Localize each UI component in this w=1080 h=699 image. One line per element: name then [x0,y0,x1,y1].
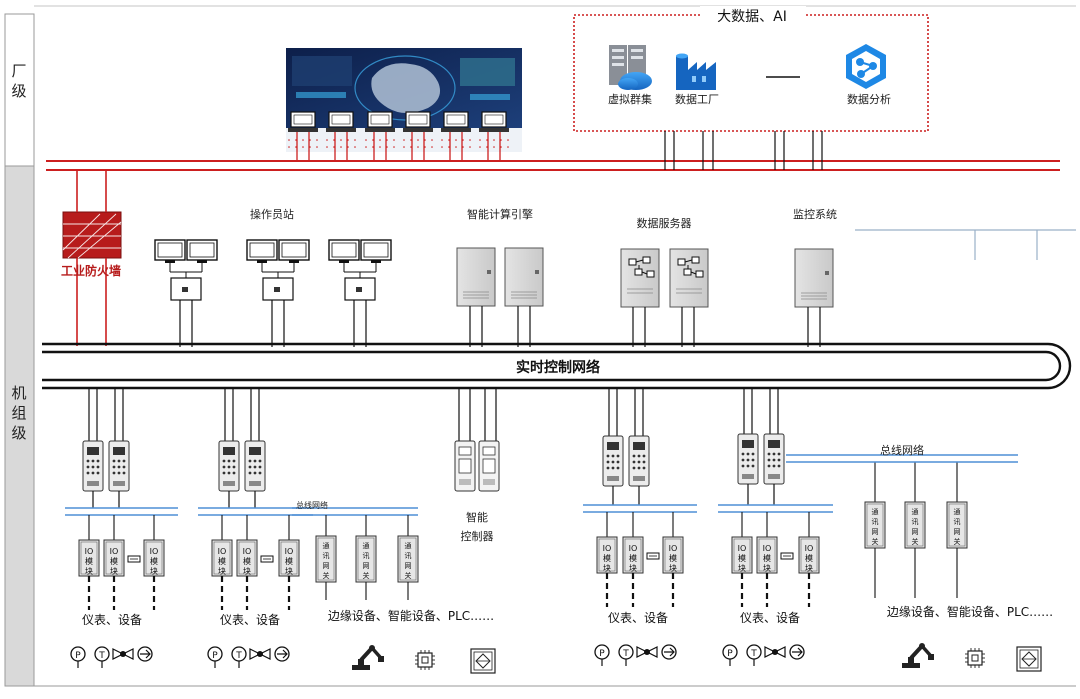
compute-server-2 [504,247,544,307]
edge-label-right: 边缘设备、智能设备、PLC…… [887,604,1053,619]
realtime-network-label: 实时控制网络 [516,359,600,376]
controller-module [737,433,759,485]
controller-module [108,440,130,492]
data-server-1 [620,248,660,308]
monitoring-label: 监控系统 [793,207,837,221]
operator-station-2 [246,239,310,301]
left-bus-label: 总线网络 [296,500,328,510]
compute-engine-label: 智能计算引擎 [467,207,533,221]
plc-icon [470,648,496,674]
plant-level-label: 厂级 [11,62,26,100]
level-column: 厂级 机组级 [4,13,35,687]
unit-level-panel [4,165,35,687]
gateway-label: 通讯网关 [872,507,879,546]
right-bus-network: 总线网络 [786,443,1018,463]
smart-controller-label-line1: 智能 [466,510,488,524]
plc-icon [1016,646,1042,672]
firewall-label: 工业防火墙 [61,263,121,278]
video-wall [286,48,522,152]
instrument-icons [70,646,153,669]
map-shape [371,63,441,113]
data-factory-icon [676,53,716,90]
chip-icon [964,647,986,669]
controller-module [82,440,104,492]
monitor-side-lines [855,229,1076,260]
gateway-label: 通讯网关 [363,541,370,580]
instrument-icons [207,646,290,669]
smart-controller-module-2 [478,440,500,492]
instruments-label: 仪表、设备 [82,613,142,627]
firewall: 工业防火墙 [61,170,122,346]
operator-station-1 [154,239,218,301]
wall-desk-2 [326,111,356,148]
smart-controller-label-line2: 控制器 [461,529,494,543]
compute-server-1 [456,247,496,307]
edge-label-left: 边缘设备、智能设备、PLC…… [328,608,494,623]
monitoring-server [794,248,834,308]
plant-network [46,131,1060,171]
bigdata-box: 大数据、AI 虚拟群集 数据工厂 [573,6,929,132]
realtime-network-ring: 实时控制网络 [42,342,1072,390]
controller-module [244,440,266,492]
data-server-label: 数据服务器 [637,216,692,230]
smart-controller-module-1 [454,440,476,492]
data-analysis-icon [846,44,886,89]
instrument-icons [594,644,677,667]
gateway-label: 通讯网关 [912,507,919,546]
instrument-icons [722,644,805,667]
gateway-group-right: 通讯网关 通讯网关 通讯网关边缘设备、智能设备、PLC…… [864,462,1053,672]
controller-module [628,435,650,487]
robot-arm-icon [900,641,936,670]
robot-arm-icon [350,643,386,672]
controller-module [763,433,785,485]
data-analysis-label: 数据分析 [847,92,891,106]
plant-level-panel [4,13,35,167]
operator-station-3 [328,239,392,301]
gateway-label: 通讯网关 [954,507,961,546]
data-server-2 [669,248,709,308]
gateway-label: 通讯网关 [323,541,330,580]
data-factory-label: 数据工厂 [675,92,719,106]
unit-level-label: 机组级 [11,384,26,442]
operator-drops [179,300,367,347]
controller-module [218,440,240,492]
operator-station-label: 操作员站 [250,207,294,221]
instruments-label: 仪表、设备 [740,611,800,625]
virtual-cluster-label: 虚拟群集 [608,92,652,106]
smart-controller: 智能 控制器 [454,388,500,543]
bigdata-title: 大数据、AI [717,9,787,25]
wall-desk-5 [441,111,471,148]
chip-icon [414,649,436,671]
controller-module [602,435,624,487]
instruments-label: 仪表、设备 [220,613,280,627]
right-bus-label: 总线网络 [880,443,924,457]
instruments-label: 仪表、设备 [608,611,668,625]
gateway-label: 通讯网关 [405,541,412,580]
wall-desk-1 [288,111,318,148]
wall-desk-4 [403,111,433,148]
virtual-cluster-icon [609,45,652,90]
